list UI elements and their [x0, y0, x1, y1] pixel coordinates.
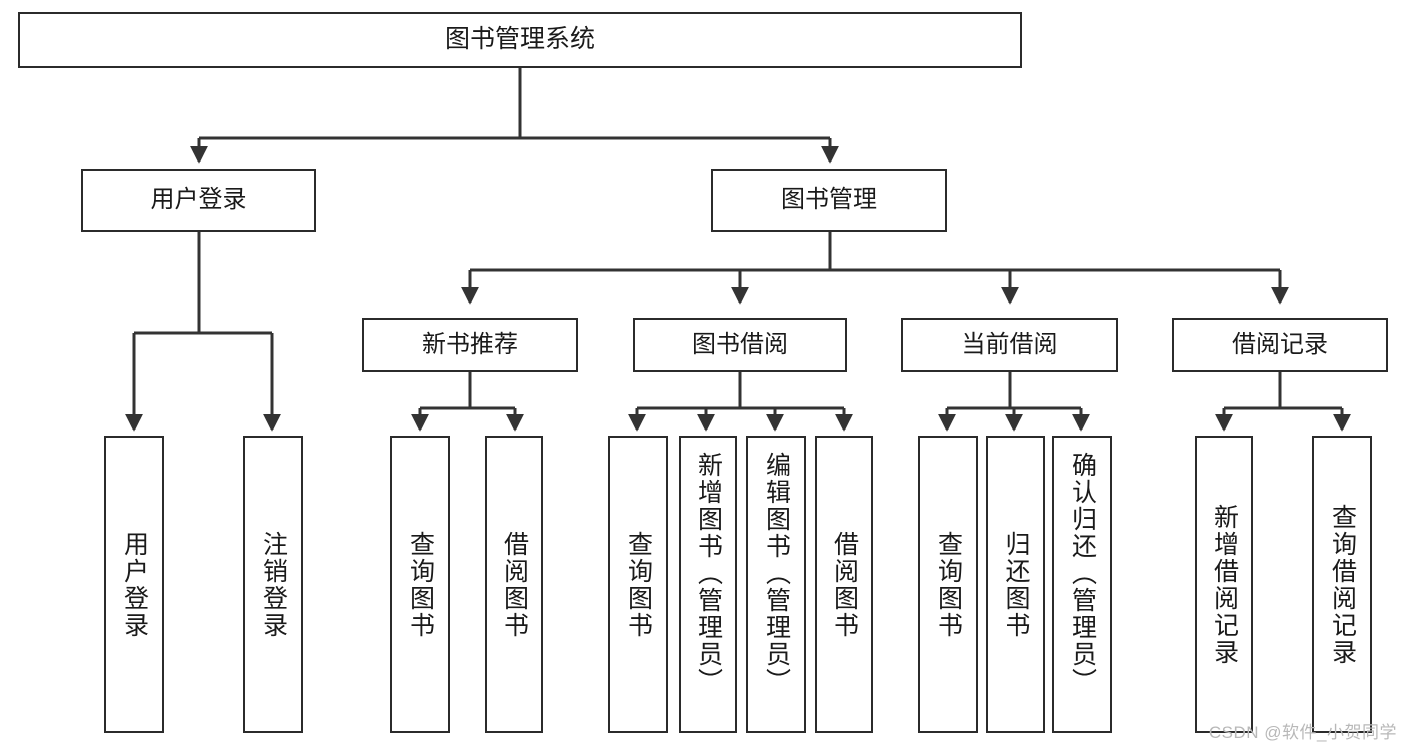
node-leaf-edit-book[interactable]: 编辑图书（管理员）: [746, 436, 806, 733]
node-leaf-borrow-book-2[interactable]: 借阅图书: [815, 436, 873, 733]
node-leaf-query-record-label: 查询借阅记录: [1328, 503, 1357, 666]
node-leaf-query-book-3[interactable]: 查询图书: [918, 436, 978, 733]
node-book-management[interactable]: 图书管理: [711, 169, 947, 232]
node-current-borrow[interactable]: 当前借阅: [901, 318, 1118, 372]
node-leaf-add-record-label: 新增借阅记录: [1210, 503, 1239, 666]
node-leaf-confirm-return-label: 确认归还（管理员）: [1068, 452, 1097, 695]
node-book-borrow[interactable]: 图书借阅: [633, 318, 847, 372]
node-leaf-logout-login[interactable]: 注销登录: [243, 436, 303, 733]
node-current-borrow-label: 当前借阅: [961, 330, 1058, 358]
node-leaf-return-book[interactable]: 归还图书: [986, 436, 1045, 733]
node-leaf-query-book-1[interactable]: 查询图书: [390, 436, 450, 733]
node-user-login-label: 用户登录: [150, 186, 247, 214]
node-leaf-return-book-label: 归还图书: [1002, 530, 1030, 639]
node-user-login[interactable]: 用户登录: [81, 169, 316, 232]
node-leaf-add-record[interactable]: 新增借阅记录: [1195, 436, 1253, 733]
node-leaf-query-book-1-label: 查询图书: [406, 530, 435, 639]
node-leaf-query-book-3-label: 查询图书: [934, 530, 963, 639]
node-leaf-query-record[interactable]: 查询借阅记录: [1312, 436, 1372, 733]
node-leaf-edit-book-label: 编辑图书（管理员）: [762, 452, 791, 695]
node-borrow-record-label: 借阅记录: [1232, 330, 1328, 358]
node-leaf-query-book-2[interactable]: 查询图书: [608, 436, 668, 733]
node-leaf-user-login-label: 用户登录: [120, 530, 149, 639]
node-leaf-borrow-book-1-label: 借阅图书: [500, 530, 529, 639]
node-borrow-record[interactable]: 借阅记录: [1172, 318, 1388, 372]
node-book-management-label: 图书管理: [781, 186, 877, 214]
node-leaf-confirm-return[interactable]: 确认归还（管理员）: [1052, 436, 1112, 733]
node-new-book-recommend-label: 新书推荐: [422, 330, 518, 358]
node-leaf-add-book[interactable]: 新增图书（管理员）: [679, 436, 737, 733]
node-root[interactable]: 图书管理系统: [18, 12, 1022, 68]
node-leaf-add-book-label: 新增图书（管理员）: [694, 452, 723, 695]
node-book-borrow-label: 图书借阅: [692, 330, 788, 358]
node-leaf-user-login[interactable]: 用户登录: [104, 436, 164, 733]
node-new-book-recommend[interactable]: 新书推荐: [362, 318, 578, 372]
node-leaf-borrow-book-1[interactable]: 借阅图书: [485, 436, 543, 733]
csdn-watermark: CSDN @软件_小贺同学: [1208, 723, 1397, 742]
node-leaf-query-book-2-label: 查询图书: [624, 530, 653, 639]
node-leaf-borrow-book-2-label: 借阅图书: [830, 530, 859, 639]
node-leaf-logout-login-label: 注销登录: [259, 530, 288, 639]
node-root-label: 图书管理系统: [444, 25, 595, 54]
